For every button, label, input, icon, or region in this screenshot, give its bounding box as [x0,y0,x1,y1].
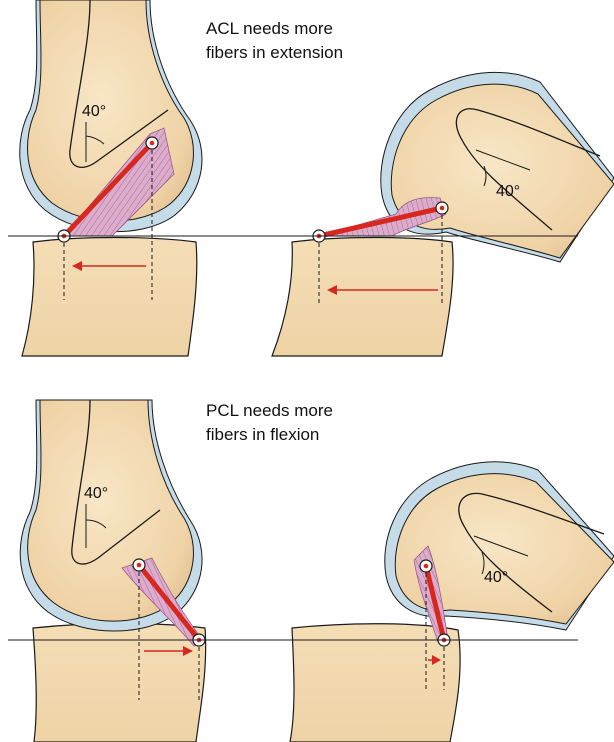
pcl-caption-line2: fibers in flexion [206,425,319,444]
tibia [272,238,453,357]
pcl-caption-line1: PCL needs more [206,401,333,420]
pcl-extension-panel: 40° [20,400,205,742]
angle-label: 40° [84,485,108,502]
angle-label: 40° [484,569,508,586]
acl-caption-line1: ACL needs more [206,19,333,38]
acl-flexion-panel: 40° [272,72,614,356]
acl-extension-panel: 40° [20,0,202,356]
angle-label: 40° [496,183,520,200]
acl-caption-line2: fibers in extension [206,43,343,62]
tibia [290,624,460,742]
angle-label: 40° [82,103,106,120]
tibia [22,238,197,357]
tibia [33,624,206,742]
pcl-flexion-panel: 40° [290,462,614,742]
